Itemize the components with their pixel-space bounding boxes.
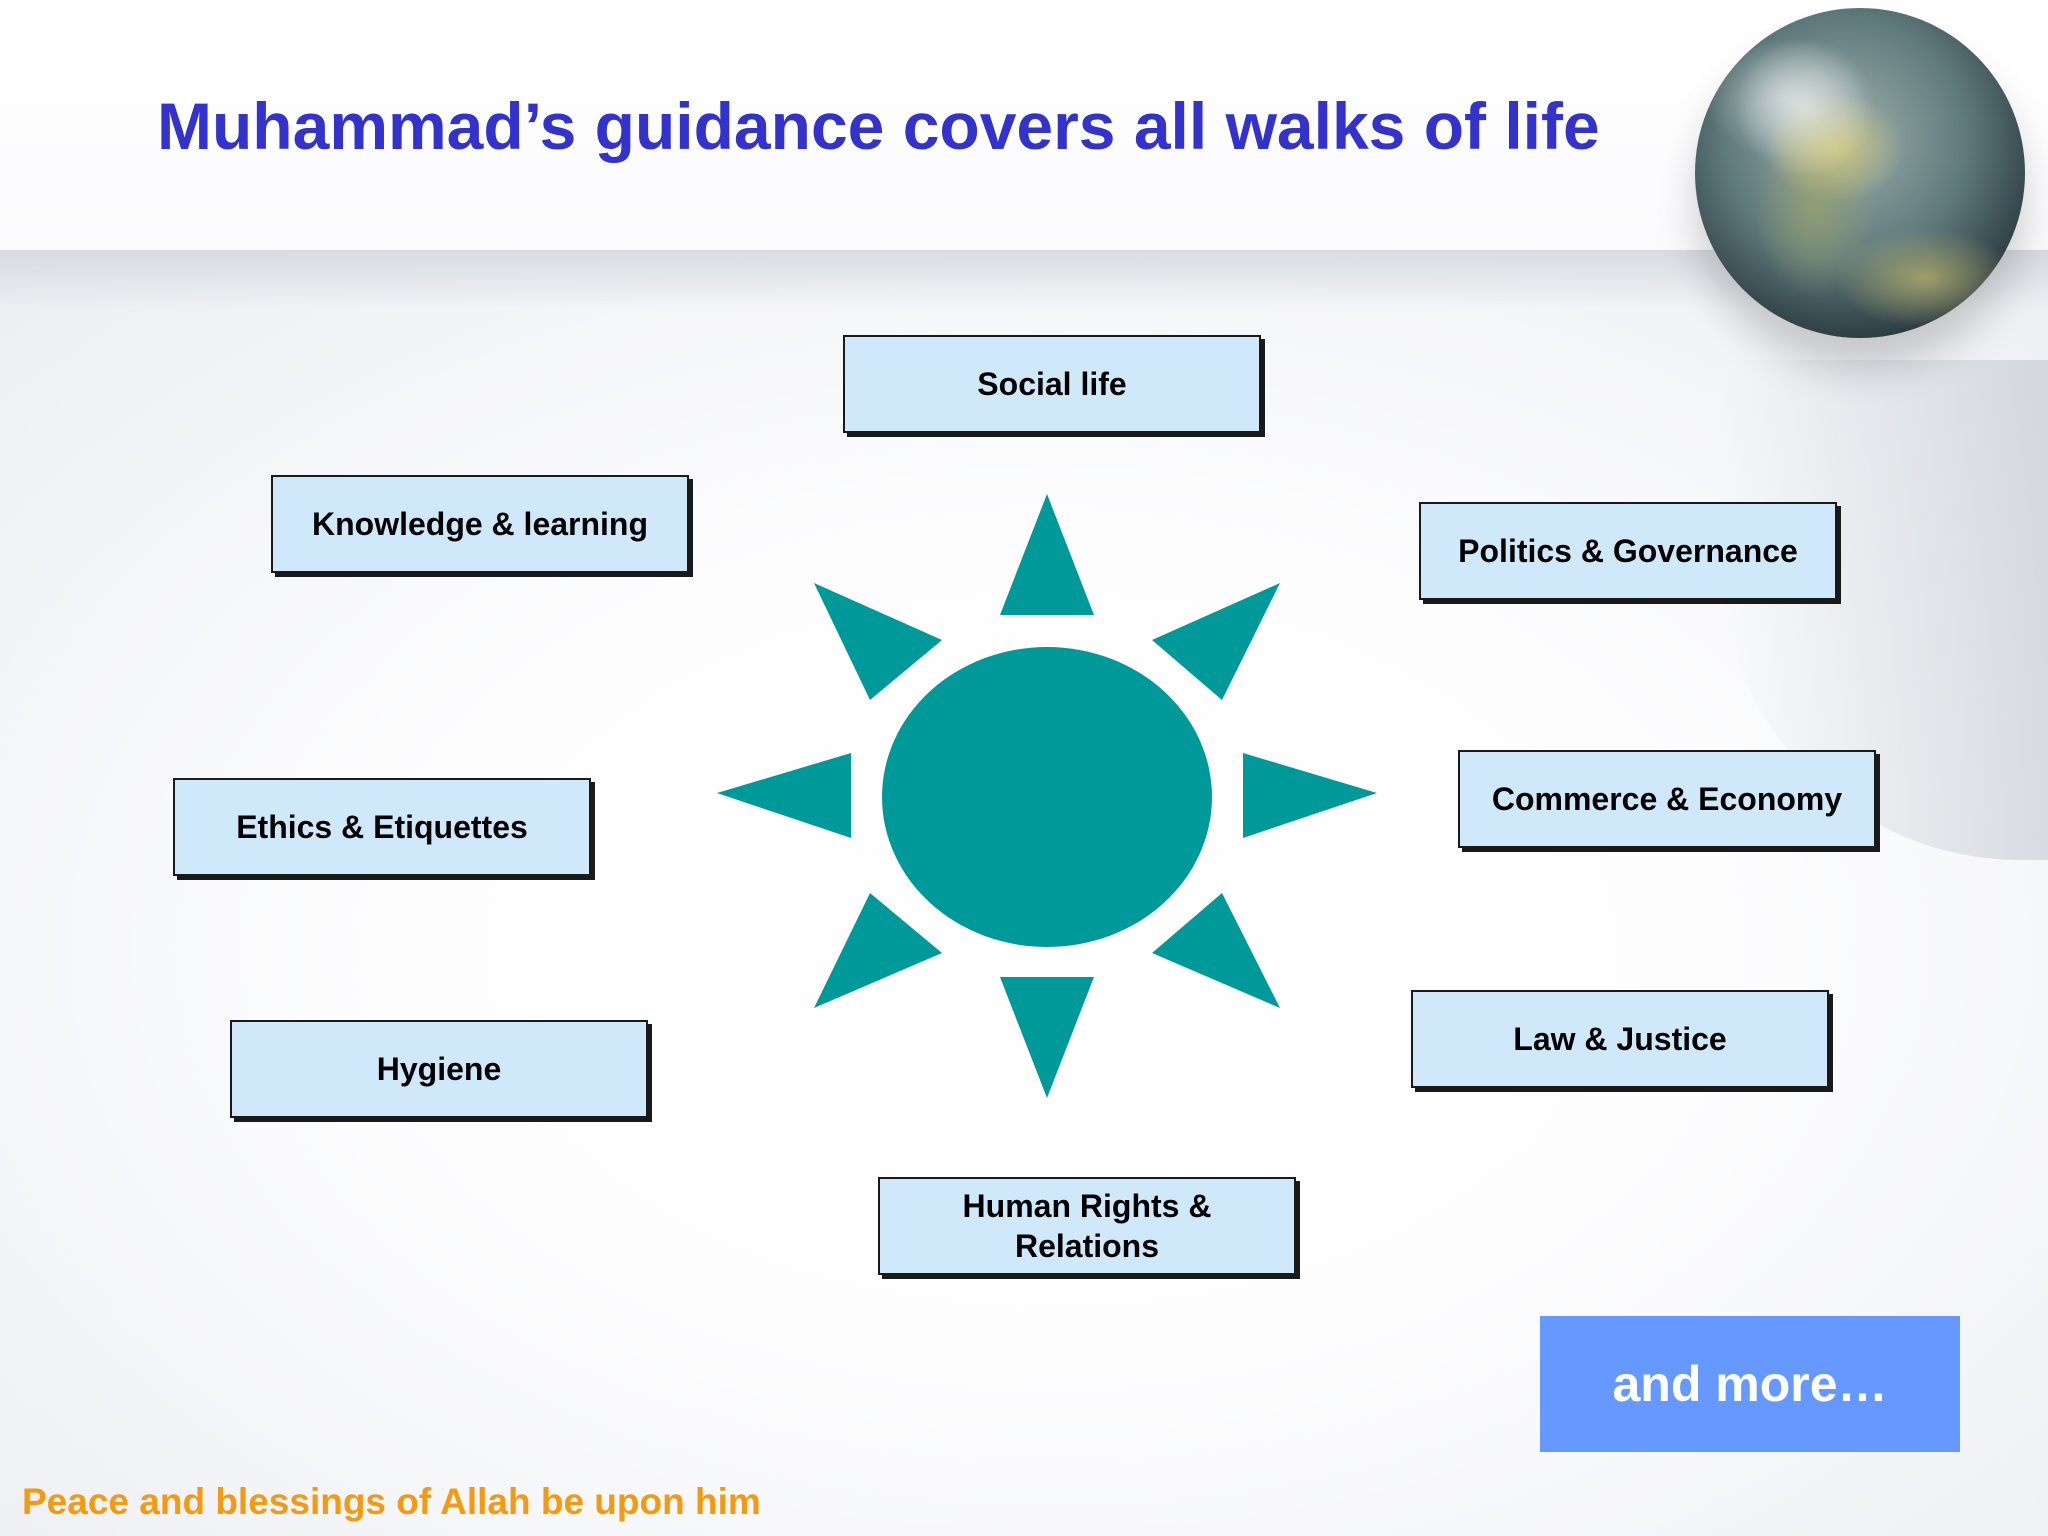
sun-ray-bottom: [1000, 977, 1094, 1098]
topic-knowledge-learning: Knowledge & learning: [271, 475, 689, 573]
slide-title: Muhammad’s guidance covers all walks of …: [157, 89, 1600, 163]
topic-human-rights-relations: Human Rights & Relations: [878, 1177, 1296, 1275]
sun-ray-top-right: [1152, 583, 1280, 700]
sun-ray-bottom-right: [1152, 893, 1280, 1008]
sun-ray-top: [1000, 494, 1094, 615]
topic-label-line-1: Human Rights &: [962, 1188, 1212, 1224]
earth-globe-icon: [1695, 8, 2025, 338]
sun-ray-right: [1243, 753, 1377, 838]
topic-label: Law & Justice: [1513, 1021, 1727, 1057]
topic-commerce-economy: Commerce & Economy: [1458, 750, 1876, 848]
sun-ray-left: [717, 753, 851, 838]
sun-core: [882, 647, 1212, 947]
topic-label: Hygiene: [376, 1051, 502, 1087]
background-shade: [0, 250, 2048, 310]
topic-law-justice: Law & Justice: [1411, 990, 1829, 1088]
sun-ray-bottom-left: [814, 893, 942, 1008]
sun-burst-icon: [717, 494, 1377, 1098]
topic-label: Politics & Governance: [1458, 533, 1798, 569]
sun-ray-top-left: [814, 583, 942, 700]
and-more-button[interactable]: and more…: [1540, 1316, 1960, 1452]
topic-ethics-etiquettes: Ethics & Etiquettes: [173, 778, 591, 876]
topic-hygiene: Hygiene: [230, 1020, 648, 1118]
topic-label: Social life: [977, 366, 1127, 402]
footer-blessing: Peace and blessings of Allah be upon him: [22, 1481, 761, 1522]
topic-politics-governance: Politics & Governance: [1419, 502, 1837, 600]
topic-label: Knowledge & learning: [311, 506, 649, 542]
topic-label-line-2: Relations: [1014, 1228, 1160, 1264]
topic-label: Ethics & Etiquettes: [236, 809, 528, 845]
topic-label: Commerce & Economy: [1491, 781, 1843, 817]
topic-social-life: Social life: [843, 335, 1261, 433]
